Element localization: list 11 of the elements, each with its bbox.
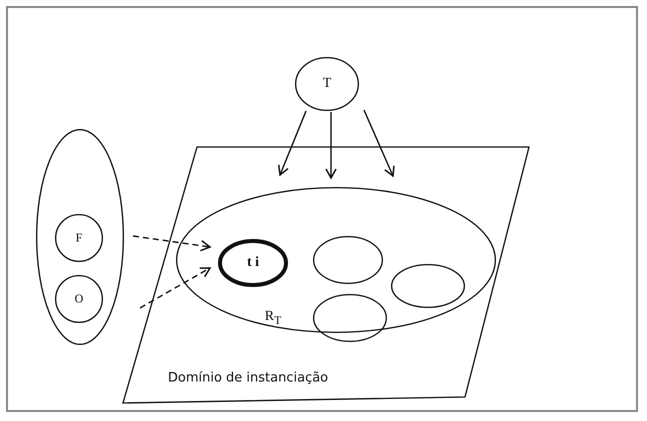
node-label: Domínio de instanciação (168, 370, 328, 386)
node-label: T (322, 76, 332, 92)
arrow (278, 110, 307, 176)
node-label: t i (246, 255, 260, 271)
dashed-arrow (132, 235, 211, 252)
node-label: R$_{T}$ (264, 309, 282, 327)
node-label: F (76, 230, 82, 246)
arrow (363, 110, 395, 177)
node-label: O (74, 292, 84, 306)
dashed-arrow (140, 267, 211, 309)
arrow (325, 112, 337, 179)
